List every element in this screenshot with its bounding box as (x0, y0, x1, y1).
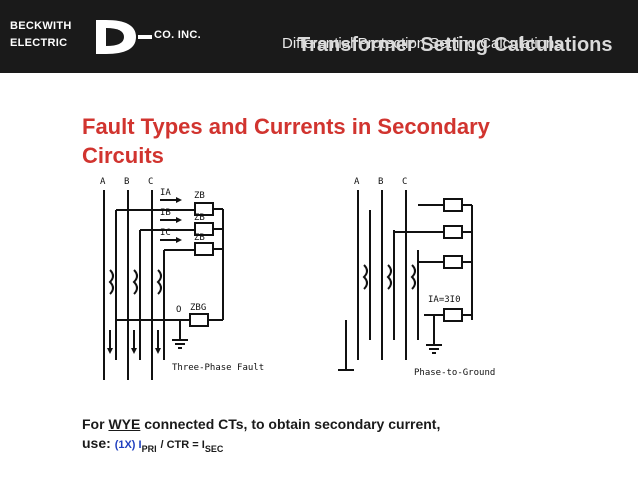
formula-mid: / CTR = I (160, 439, 205, 451)
d1-phase-b: B (124, 177, 129, 187)
footer-use-label: use: (82, 435, 111, 451)
footer-line1: For WYE connected CTs, to obtain seconda… (82, 416, 440, 432)
logo-right-text: CO. INC. (154, 29, 202, 41)
header-subtitle: Differential Protection Setting Calculat… (282, 35, 562, 52)
three-phase-fault-diagram: A B C IA IB IC ZB ZB ZB ZBG O Three-Phas… (90, 170, 325, 392)
d2-phase-b: B (378, 177, 383, 187)
d2-phase-c: C (402, 177, 407, 187)
formula-multiplier: (1X) I (114, 439, 142, 451)
d1-phase-a: A (100, 177, 106, 187)
header-bar: BECKWITH ELECTRIC CO. INC. Differential … (0, 0, 638, 73)
slide-title: Fault Types and Currents in Secondary Ci… (82, 114, 490, 168)
d2-residual: IA=3I0 (428, 295, 461, 305)
footer-line1-before: For (82, 416, 109, 432)
d1-burden-1: ZB (194, 191, 205, 201)
company-logo: BECKWITH ELECTRIC CO. INC. (8, 12, 228, 64)
phase-to-ground-diagram: A B C IA=3I0 Phase-to-Ground (334, 170, 534, 392)
logo-graphic (96, 20, 152, 54)
footer-wye: WYE (108, 416, 141, 432)
d1-current-c: IC (160, 228, 171, 238)
d1-burden-3: ZB (194, 233, 205, 243)
header-title: Transformer Setting Calculations (298, 34, 613, 56)
d1-burden-2: ZB (194, 213, 205, 223)
formula-sub-pri: PRI (141, 444, 157, 454)
d1-caption: Three-Phase Fault (172, 363, 264, 373)
formula-sub-sec: SEC (204, 444, 224, 454)
logo-line1: BECKWITH (10, 20, 72, 32)
d2-caption: Phase-to-Ground (414, 368, 495, 378)
footer-line2: use: (1X) IPRI / CTR = ISEC (82, 435, 224, 454)
d2-phase-a: A (354, 177, 360, 187)
footer-line1-after: connected CTs, to obtain secondary curre… (140, 416, 441, 432)
d1-ground-burden: ZBG (190, 303, 206, 313)
d1-current-b: IB (160, 208, 171, 218)
d1-phase-c: C (148, 177, 153, 187)
logo-line2: ELECTRIC (10, 37, 68, 49)
d1-current-a: IA (160, 188, 171, 198)
d1-zero: O (176, 305, 181, 315)
